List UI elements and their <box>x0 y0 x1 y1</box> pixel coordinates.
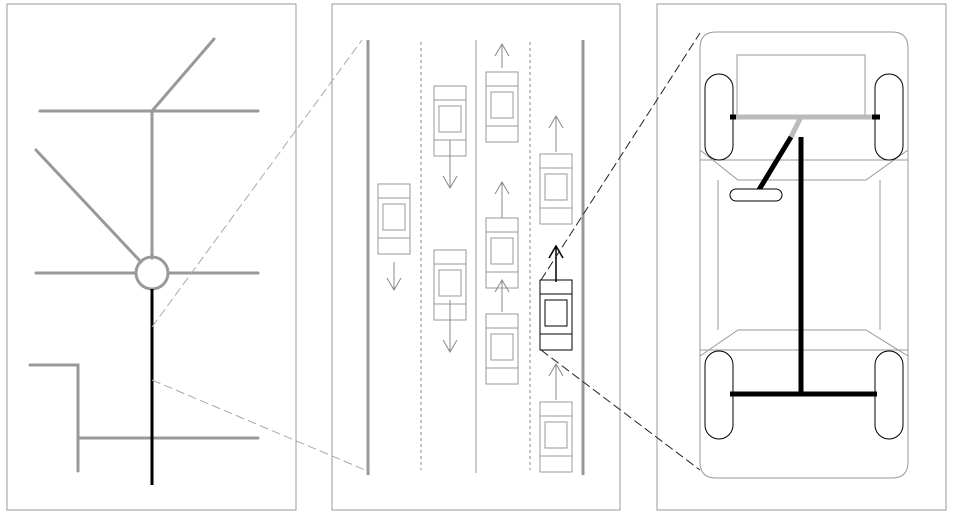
car-body <box>699 31 909 479</box>
arrow-head <box>548 363 564 377</box>
car-windshield <box>438 269 462 297</box>
car-icon <box>433 249 467 353</box>
vehicle-chassis-panel <box>656 3 947 511</box>
arrow-head <box>386 277 402 291</box>
arrow-icon <box>494 43 510 68</box>
car-windshield <box>490 333 514 361</box>
steering-wheel-icon <box>729 188 783 202</box>
arrow-head <box>442 339 458 353</box>
zoom-line <box>151 379 371 473</box>
car-icon <box>377 183 411 291</box>
cars-layer <box>377 43 573 473</box>
road-network-panel <box>6 3 297 511</box>
zoom-line <box>151 39 363 328</box>
arrow-head <box>548 115 564 129</box>
car-icon-highlighted <box>539 244 573 351</box>
wheel-icon <box>704 350 734 440</box>
car-icon <box>433 85 467 189</box>
car-icon <box>485 43 519 143</box>
car-windshield <box>438 105 462 133</box>
arrow-head <box>442 175 458 189</box>
road-segment <box>150 37 216 113</box>
car-icon <box>485 181 519 289</box>
car-windshield <box>544 421 568 449</box>
wheel-icon <box>874 350 904 440</box>
arrow-icon <box>548 363 564 400</box>
car-body-outline <box>699 31 909 479</box>
zoom-connectors <box>151 32 701 473</box>
traffic-lanes-panel <box>331 3 621 511</box>
zoom-line <box>540 32 701 281</box>
arrow-head <box>494 43 510 57</box>
road-segment <box>34 148 143 264</box>
car-icon <box>539 363 573 473</box>
car-windshield <box>490 237 514 265</box>
steering-column <box>754 135 794 195</box>
wheels <box>704 73 904 440</box>
arrow-icon <box>494 279 510 312</box>
arrow-icon <box>548 115 564 152</box>
arrow-head <box>494 279 510 293</box>
arrow-icon <box>386 262 402 291</box>
steering-link <box>788 115 804 139</box>
car-windshield <box>544 299 568 327</box>
car-windshield <box>490 91 514 119</box>
road-segment <box>28 363 80 473</box>
car-icon <box>539 115 573 225</box>
car-windshield <box>544 173 568 201</box>
arrow-head <box>494 181 510 195</box>
arrow-icon <box>442 140 458 189</box>
arrow-head <box>548 244 564 259</box>
zoom-line <box>540 349 701 471</box>
arrow-icon <box>442 300 458 353</box>
wheel-icon <box>704 73 734 161</box>
arrow-icon <box>494 181 510 218</box>
car-windshield <box>382 203 406 231</box>
arrow-icon <box>548 244 564 282</box>
car-icon <box>485 279 519 385</box>
